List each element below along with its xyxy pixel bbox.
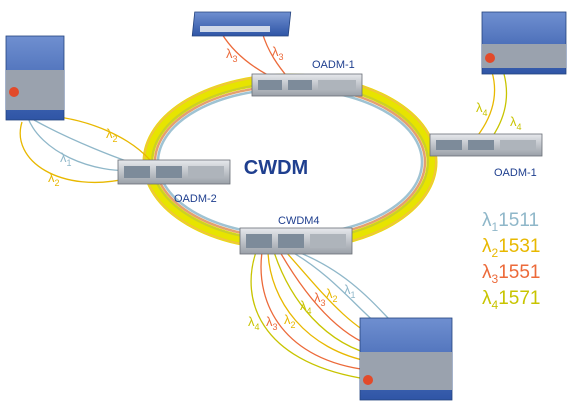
label-oadm-left: OADM-2 (174, 193, 217, 205)
label-oadm-top: OADM-1 (312, 59, 355, 71)
rack-bottom (359, 317, 453, 401)
fiber-label: λ3 (266, 314, 278, 332)
wavelength-legend: λ11511 λ21531 λ31551 λ41571 (482, 210, 540, 312)
fiber-label: λ2 (106, 126, 118, 144)
fiber-label: λ4 (476, 100, 488, 118)
fiber-label: λ1 (60, 150, 72, 168)
legend-item-lambda3: λ31551 (482, 262, 540, 286)
oadm-right-unit (429, 133, 543, 157)
fiber-label: λ1 (344, 282, 356, 300)
label-cwdm4: CWDM4 (278, 215, 320, 227)
legend-item-lambda2: λ21531 (482, 236, 540, 260)
fiber-label: λ4 (300, 298, 312, 316)
fiber-label: λ3 (272, 44, 284, 62)
fiber-label: λ4 (248, 314, 260, 332)
fiber-label: λ4 (510, 114, 522, 132)
legend-item-lambda1: λ11511 (482, 210, 539, 234)
label-oadm-right: OADM-1 (494, 167, 537, 179)
fiber-label: λ2 (284, 312, 296, 330)
fiber-label: λ2 (48, 170, 60, 188)
ring-title: CWDM (244, 157, 308, 179)
cwdm4-mux-unit (239, 227, 353, 255)
rack-left (5, 35, 65, 121)
oadm-top-unit (251, 73, 363, 97)
fiber-label: λ2 (326, 286, 338, 304)
rack-right (481, 11, 567, 75)
rack-top (191, 11, 292, 37)
oadm-left-unit (117, 159, 231, 185)
fiber-label: λ3 (314, 290, 326, 308)
fiber-label: λ3 (226, 46, 238, 64)
legend-item-lambda4: λ41571 (482, 288, 540, 312)
